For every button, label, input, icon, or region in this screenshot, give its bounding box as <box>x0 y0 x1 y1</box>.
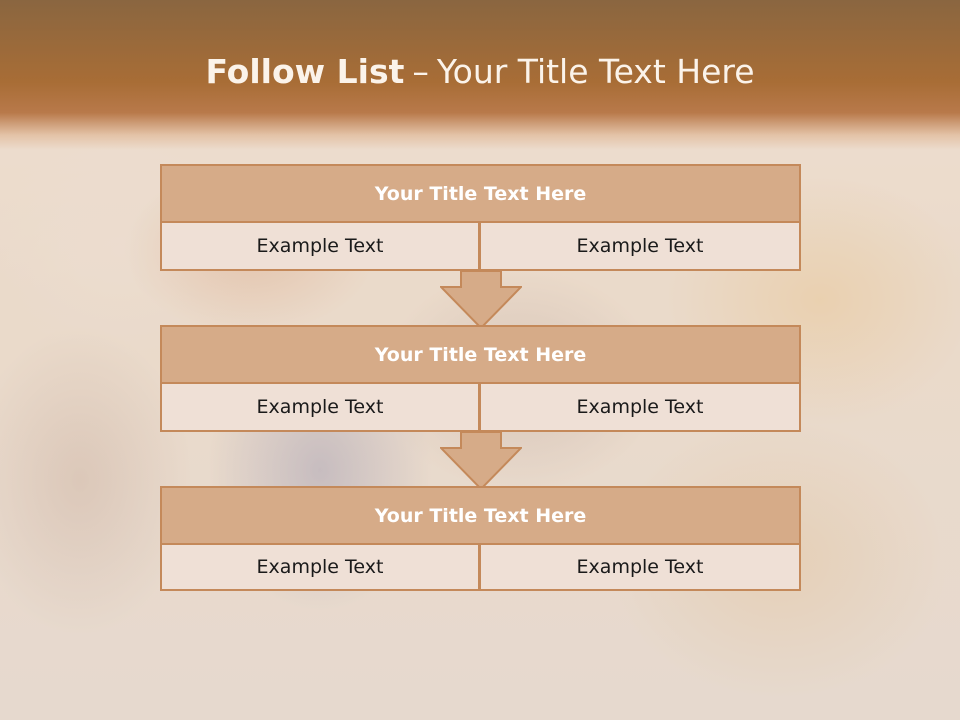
block-cell-left: Example Text <box>160 382 480 432</box>
slide-title: Follow List–Your Title Text Here <box>0 52 960 91</box>
title-bold: Follow List <box>205 52 405 91</box>
block-cell-left: Example Text <box>160 543 480 591</box>
block-cell-right: Example Text <box>479 543 801 591</box>
down-arrow-icon <box>440 270 522 330</box>
block-heading: Your Title Text Here <box>160 325 801 384</box>
title-separator: – <box>412 52 429 91</box>
title-rest: Your Title Text Here <box>436 52 755 91</box>
header-band <box>0 0 960 150</box>
block-heading: Your Title Text Here <box>160 486 801 545</box>
block-cell-right: Example Text <box>479 221 801 271</box>
down-arrow-icon <box>440 431 522 491</box>
block-cell-right: Example Text <box>479 382 801 432</box>
block-heading: Your Title Text Here <box>160 164 801 223</box>
block-cell-left: Example Text <box>160 221 480 271</box>
